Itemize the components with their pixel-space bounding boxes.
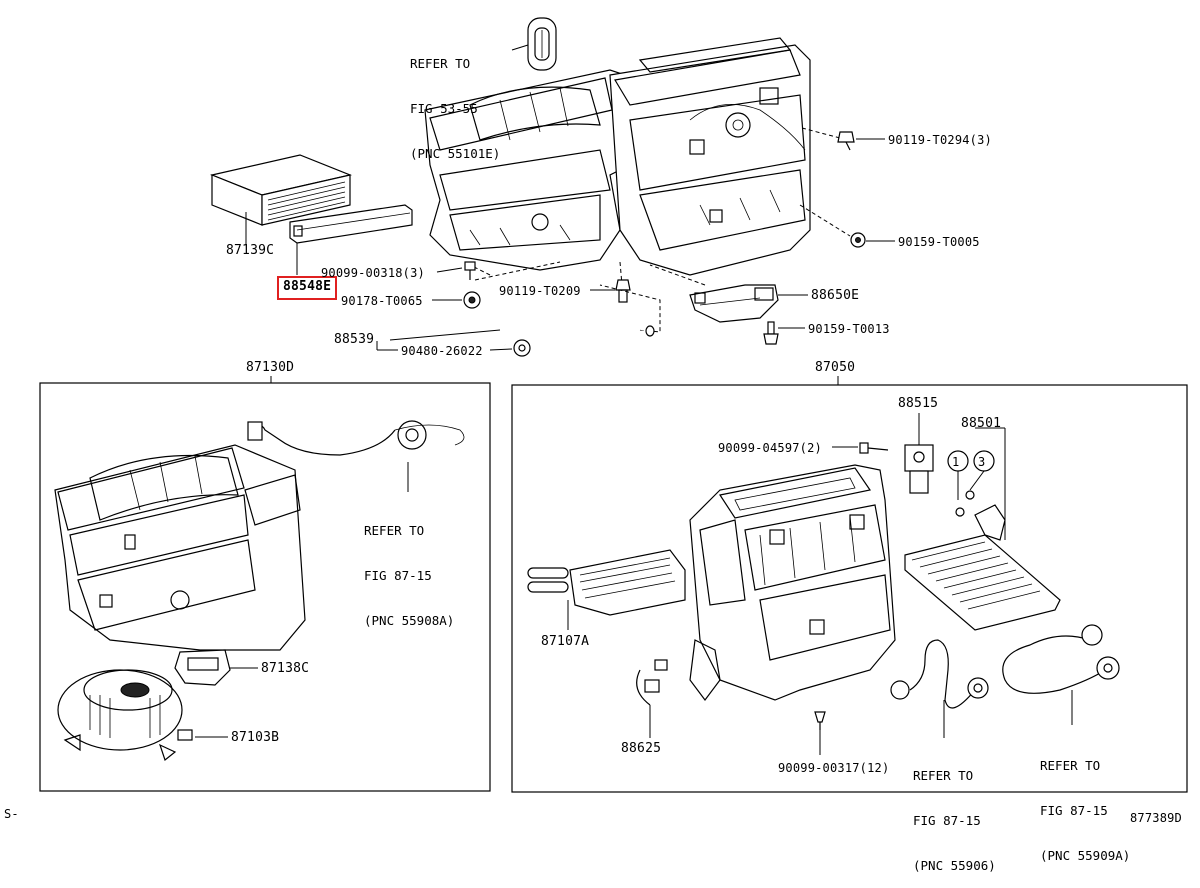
circle-marker-1-label: 1 xyxy=(952,455,960,469)
ref-line: (PNC 55908A) xyxy=(364,613,455,628)
ref-line: (PNC 55101E) xyxy=(410,146,501,161)
refer-to-fig-87-15-55909a: REFER TO FIG 87-15 (PNC 55909A) xyxy=(1040,728,1130,878)
refer-to-fig-87-15-55906: REFER TO FIG 87-15 (PNC 55906) xyxy=(913,738,996,888)
part-label-87107a[interactable]: 87107A xyxy=(541,634,590,649)
ref-line: REFER TO xyxy=(1040,758,1101,773)
parts-diagram-drawing xyxy=(39,17,1188,793)
part-label-90099-00317[interactable]: 90099-00317(12) xyxy=(778,761,890,775)
blower-resistor xyxy=(174,649,231,686)
ref-line: REFER TO xyxy=(913,768,974,783)
cabin-air-filter xyxy=(209,154,353,226)
part-label-87103b[interactable]: 87103B xyxy=(231,730,280,745)
part-label-87050[interactable]: 87050 xyxy=(815,360,856,375)
blower-motor xyxy=(57,669,193,762)
wire-harness-mid xyxy=(890,639,989,709)
grommet-90480 xyxy=(513,339,531,357)
filter-cover xyxy=(289,204,413,244)
grommet-part xyxy=(527,17,557,71)
part-label-87139c[interactable]: 87139C xyxy=(226,243,275,258)
sensor-88625 xyxy=(636,659,668,706)
ref-line: FIG 53-55 xyxy=(410,101,478,116)
part-label-90159-t0013[interactable]: 90159-T0013 xyxy=(808,322,890,336)
bolt-90119-t0294 xyxy=(837,131,855,151)
wire-harness-right xyxy=(1002,624,1120,694)
heater-housing-top xyxy=(424,37,811,276)
ref-line: (PNC 55909A) xyxy=(1040,848,1131,863)
refer-to-fig-87-15-55908a: REFER TO FIG 87-15 (PNC 55908A) xyxy=(364,493,454,643)
blower-housing xyxy=(54,444,306,651)
ref-line: REFER TO xyxy=(364,523,425,538)
screw-90099-00318 xyxy=(464,261,476,280)
expansion-valve xyxy=(904,444,934,494)
ref-line: (PNC 55906) xyxy=(913,858,996,873)
ref-line: FIG 87-15 xyxy=(364,568,432,583)
part-label-88548e[interactable]: 88548E xyxy=(283,279,332,294)
evaporator-core xyxy=(904,504,1061,631)
heater-core xyxy=(527,549,686,616)
bolt-90099-04597 xyxy=(859,442,889,454)
bracket-88650e xyxy=(689,284,779,323)
part-label-90119-t0209[interactable]: 90119-T0209 xyxy=(499,284,581,298)
clip-90178-t0065 xyxy=(463,291,481,309)
part-label-88650e[interactable]: 88650E xyxy=(811,288,860,303)
wire-harness-left xyxy=(247,420,465,456)
part-label-87130d[interactable]: 87130D xyxy=(246,360,295,375)
ref-line: REFER TO xyxy=(410,56,471,71)
bolt-90159-t0005 xyxy=(850,232,866,248)
part-label-88625[interactable]: 88625 xyxy=(621,741,662,756)
part-label-90099-00318[interactable]: 90099-00318(3) xyxy=(321,266,425,280)
heater-unit-housing xyxy=(689,464,896,701)
left-box-frame xyxy=(39,382,491,792)
refer-to-fig-53-55: REFER TO FIG 53-55 (PNC 55101E) xyxy=(410,26,500,176)
drain-hose xyxy=(502,313,655,346)
part-label-87138c[interactable]: 87138C xyxy=(261,661,310,676)
screw-90119-t0209 xyxy=(615,279,631,303)
part-label-90099-04597[interactable]: 90099-04597(2) xyxy=(718,441,822,455)
part-label-88539[interactable]: 88539 xyxy=(334,332,375,347)
ref-line: FIG 87-15 xyxy=(913,813,981,828)
ref-line: FIG 87-15 xyxy=(1040,803,1108,818)
highlight-88548e xyxy=(277,276,337,300)
circle-marker-3-label: 3 xyxy=(978,455,986,469)
figure-number: 877389D xyxy=(1130,811,1182,825)
right-box-frame xyxy=(511,384,1188,793)
screw-90099-00317 xyxy=(814,711,826,730)
part-label-90159-t0005[interactable]: 90159-T0005 xyxy=(898,235,980,249)
part-label-88501[interactable]: 88501 xyxy=(961,416,1002,431)
part-label-90178-t0065[interactable]: 90178-T0065 xyxy=(341,294,423,308)
footer-left-code: S- xyxy=(4,807,19,821)
part-label-90119-t0294[interactable]: 90119-T0294(3) xyxy=(888,133,992,147)
part-label-88515[interactable]: 88515 xyxy=(898,396,939,411)
part-label-90480-26022[interactable]: 90480-26022 xyxy=(401,344,483,358)
screw-90159-t0013 xyxy=(763,321,779,345)
